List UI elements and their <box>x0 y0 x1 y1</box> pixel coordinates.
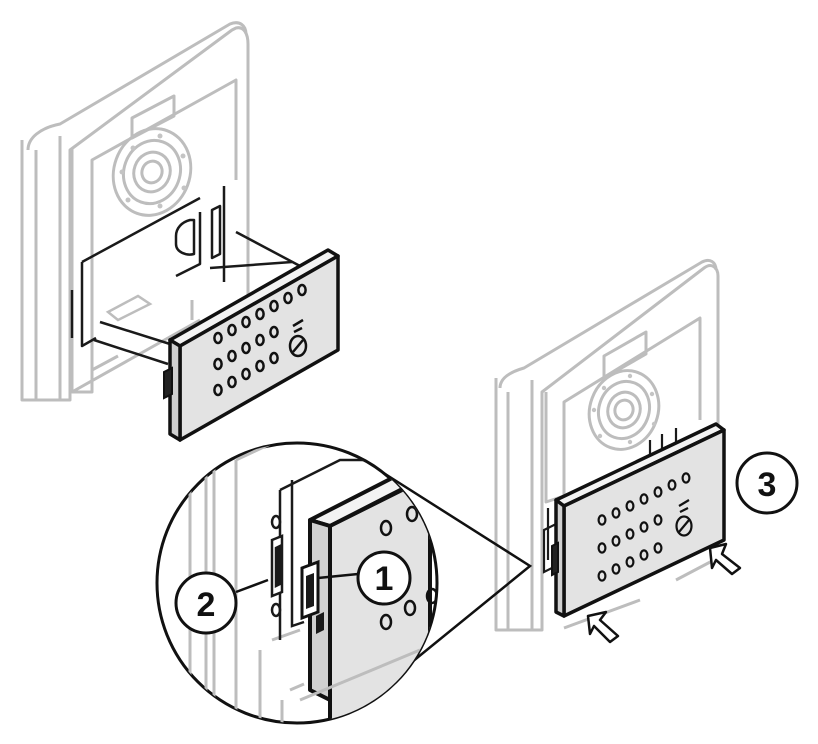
right-speaker-holes-icon <box>597 472 693 582</box>
push-arrow-icon <box>586 610 620 644</box>
callout-3: 3 <box>735 451 799 515</box>
right-housing <box>494 258 720 632</box>
callout-3-label: 3 <box>758 466 777 504</box>
top-module <box>163 248 340 442</box>
zoom-pointer <box>381 470 533 663</box>
top-camera-dots <box>119 133 187 209</box>
top-clip <box>105 294 153 322</box>
callout-2-label: 2 <box>197 586 216 624</box>
top-camera-lens-icon <box>111 127 193 217</box>
top-cavity <box>70 186 301 366</box>
callout-1-label: 1 <box>375 560 394 598</box>
right-camera-dots <box>591 373 657 445</box>
right-camera-lens-icon <box>587 369 661 451</box>
push-arrow-icon <box>708 542 742 576</box>
leader-lines <box>235 572 359 594</box>
callout-2: 2 <box>174 571 238 635</box>
top-housing <box>20 21 250 402</box>
right-module <box>551 422 726 618</box>
top-speaker-holes-icon <box>213 283 308 397</box>
callout-1: 1 <box>356 550 412 606</box>
